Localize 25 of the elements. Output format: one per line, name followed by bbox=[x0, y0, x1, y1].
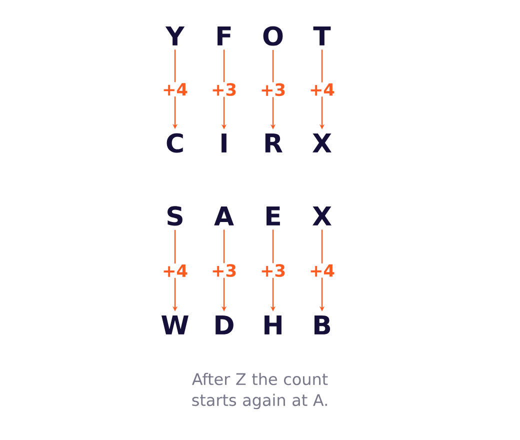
letter: C bbox=[166, 133, 183, 153]
caption: After Z the count starts again at A. bbox=[192, 372, 328, 410]
letter: D bbox=[216, 316, 234, 334]
edge-label: +3 bbox=[259, 263, 287, 278]
letter: X bbox=[312, 206, 332, 226]
letter: X bbox=[312, 134, 332, 152]
edge-label: +4 bbox=[308, 263, 336, 278]
letter: B bbox=[314, 316, 330, 334]
letter: E bbox=[266, 206, 280, 226]
letter: T bbox=[313, 26, 331, 46]
letter: Y bbox=[165, 26, 185, 46]
letter: H bbox=[264, 316, 282, 334]
letter: F bbox=[218, 26, 231, 46]
edge-label: +3 bbox=[210, 82, 238, 97]
edge-label: +3 bbox=[259, 82, 287, 98]
letter: R bbox=[265, 134, 282, 152]
edge-label: +4 bbox=[161, 264, 189, 278]
letter: W bbox=[161, 316, 188, 334]
edge-label: +4 bbox=[308, 82, 336, 97]
edge-label: +3 bbox=[210, 263, 238, 278]
letter: O bbox=[263, 26, 283, 46]
letter: A bbox=[214, 206, 234, 226]
edge-label: +4 bbox=[161, 82, 189, 96]
letter: S bbox=[168, 206, 182, 226]
letter: I bbox=[222, 134, 226, 152]
